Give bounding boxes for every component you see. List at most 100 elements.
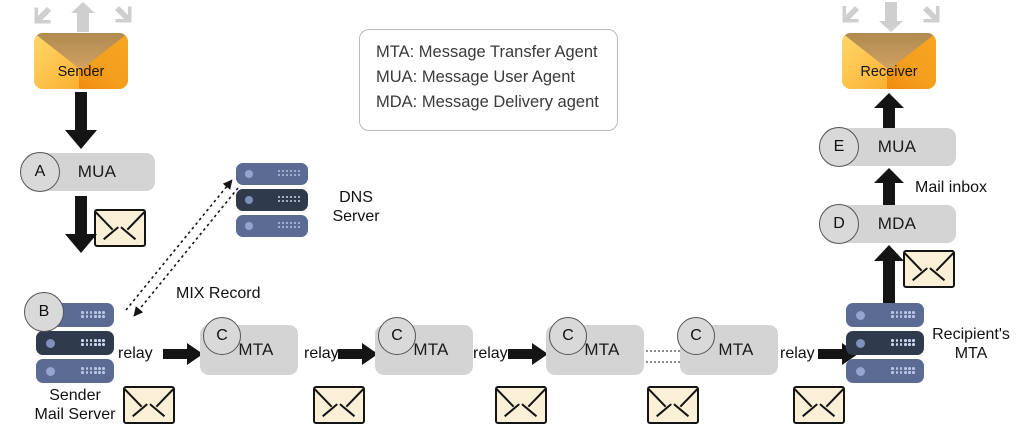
arrow-recipient-mta-to-mda (872, 245, 906, 307)
envelope-fold (659, 403, 688, 422)
recipient-mta-server-icon (846, 303, 924, 383)
sender-mail-server-label-line2: Mail Server (34, 406, 116, 423)
server-dotgrid (891, 339, 915, 346)
step-marker-c-3: C (549, 317, 587, 355)
relay-label-2: relay (304, 345, 339, 362)
node-mta-3-label: MTA (584, 340, 620, 359)
sender-mail-server-label: Sender Mail Server (10, 386, 140, 424)
envelope-icon-mta-4 (793, 386, 845, 424)
envelope-fold (805, 403, 834, 422)
relay-label-1: relay (118, 345, 153, 362)
server-dotgrid (81, 311, 105, 318)
relay-label-3: relay (473, 345, 508, 362)
step-marker-c-1: C (203, 317, 241, 355)
arrow-mda-to-mua (872, 168, 906, 206)
dns-server-label-line1: DNS (339, 189, 373, 206)
node-mta-1-label: MTA (238, 340, 274, 359)
sender-envelope-icon: Sender (34, 33, 128, 89)
legend-line-mua: MUA: Message User Agent (376, 68, 575, 86)
step-marker-c-4: C (677, 317, 715, 355)
server-row-top (236, 163, 308, 185)
step-marker-e: E (819, 127, 859, 167)
arrow-relay-2 (338, 343, 378, 365)
step-marker-c-1-letter: C (216, 327, 228, 344)
node-mua-receiver-label: MUA (877, 137, 917, 156)
receiver-envelope-label: Receiver (860, 64, 918, 80)
step-marker-a: A (20, 152, 60, 192)
mta-chain-ellipsis-upper (646, 350, 680, 352)
server-dotgrid (81, 339, 105, 346)
step-marker-c-2: C (378, 317, 416, 355)
server-led (46, 367, 55, 376)
step-marker-b: B (24, 292, 64, 332)
relay-label-4: relay (780, 345, 815, 362)
server-dotgrid (81, 367, 105, 374)
envelope-icon-recipient-mta (903, 250, 955, 288)
dns-query-response-arrows (125, 179, 239, 317)
server-row-bottom (846, 359, 924, 383)
envelope-fold (915, 267, 944, 286)
step-marker-d: D (819, 204, 859, 244)
arrow-relay-3 (508, 343, 548, 365)
envelope-fold (325, 403, 354, 422)
step-marker-c-3-letter: C (562, 327, 574, 344)
dns-server-label: DNS Server (316, 188, 396, 226)
sender-envelope-label: Sender (57, 64, 105, 80)
server-row-middle (236, 189, 308, 211)
step-marker-d-letter: D (833, 215, 845, 232)
node-mta-2-label: MTA (413, 340, 449, 359)
recipient-mta-label-line2: MTA (954, 345, 988, 362)
recipient-mta-label-line1: Recipient's (932, 326, 1010, 343)
server-led (856, 311, 865, 320)
dns-response-arrow (133, 187, 239, 317)
server-led (245, 222, 253, 230)
arrow-relay-1 (163, 343, 203, 365)
envelope-icon-sender-mailserver (123, 386, 175, 424)
legend-box: MTA: Message Transfer Agent MUA: Message… (359, 29, 618, 131)
arrow-sender-to-mua (63, 92, 99, 150)
legend-line-mta: MTA: Message Transfer Agent (376, 43, 598, 61)
server-row-bottom (236, 215, 308, 237)
server-led (856, 367, 865, 376)
node-mda-receiver-label: MDA (877, 214, 917, 233)
mail-inbox-label: Mail inbox (915, 179, 988, 196)
server-dotgrid (277, 170, 300, 177)
legend-line-mda: MDA: Message Delivery agent (376, 93, 599, 111)
envelope-icon-mta-2 (495, 386, 547, 424)
arrow-mua-to-sender-mailserver (63, 196, 99, 254)
envelope-fold (135, 403, 164, 422)
node-mta-4-label: MTA (718, 340, 754, 359)
dns-server-label-line2: Server (332, 208, 380, 225)
server-row-middle (846, 331, 924, 355)
node-mua-sender-label: MUA (77, 162, 117, 181)
envelope-fold (507, 403, 536, 422)
server-led (856, 339, 865, 348)
step-marker-c-2-letter: C (391, 327, 403, 344)
receiver-envelope-icon: Receiver (842, 33, 936, 89)
sender-motion-arrows-icon (30, 2, 136, 34)
mta-chain-ellipsis-lower (646, 361, 680, 363)
server-dotgrid (277, 196, 300, 203)
server-row-bottom (36, 359, 114, 383)
server-led (245, 170, 253, 178)
step-marker-e-letter: E (833, 138, 845, 155)
envelope-icon-mta-1 (313, 386, 365, 424)
server-led (245, 196, 253, 204)
server-led (46, 339, 55, 348)
sender-mail-server-label-line1: Sender (49, 387, 101, 404)
envelope-icon-mua-sender (94, 209, 146, 247)
envelope-icon-mta-3 (647, 386, 699, 424)
recipient-mta-label: Recipient's MTA (926, 325, 1016, 363)
server-dotgrid (891, 367, 915, 374)
step-marker-b-letter: B (38, 303, 50, 320)
server-row-top (846, 303, 924, 327)
step-marker-c-4-letter: C (690, 327, 702, 344)
receiver-motion-arrows-icon (838, 2, 944, 34)
dns-server-icon (236, 163, 308, 237)
server-dotgrid (277, 222, 300, 229)
step-marker-a-letter: A (34, 163, 46, 180)
server-dotgrid (891, 311, 915, 318)
mix-record-label: MIX Record (176, 285, 261, 302)
arrow-mua-to-receiver (872, 93, 906, 133)
dns-query-arrow (125, 179, 233, 311)
